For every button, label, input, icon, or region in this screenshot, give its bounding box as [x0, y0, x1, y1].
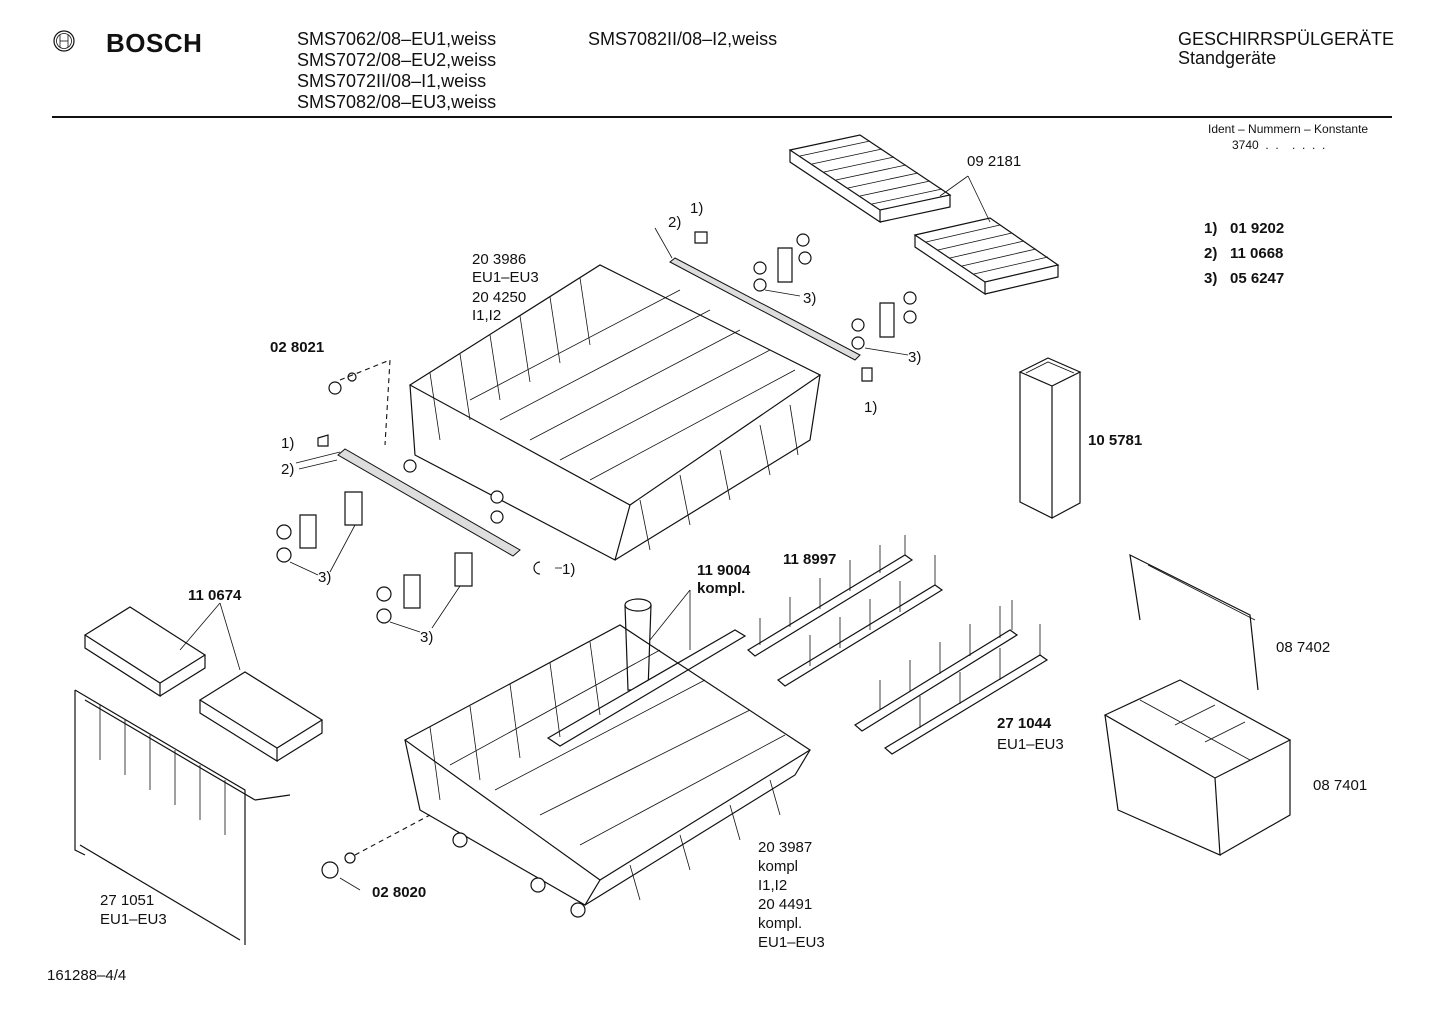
spray-arm-drawing [546, 589, 747, 747]
small-grid-drawing [83, 602, 324, 763]
part-label: 02 8020 [372, 884, 427, 901]
cutlery-box-drawing [1018, 357, 1082, 519]
legend-key: 3) [1204, 270, 1218, 287]
part-sub: kompl [758, 858, 799, 875]
part-label: 10 5781 [1088, 432, 1143, 449]
rails-drawing [295, 227, 861, 557]
legend-value: 05 6247 [1230, 270, 1285, 287]
part-label: 08 7402 [1276, 639, 1331, 656]
part-sub: kompl. [697, 580, 746, 597]
model-line: SMS7072II/08–I1,weiss [297, 71, 487, 91]
part-variant: I1,I2 [758, 877, 788, 894]
part-label: 11 0674 [188, 587, 242, 604]
part-variant: EU1–EU3 [758, 934, 825, 951]
part-variant: EU1–EU3 [472, 269, 539, 286]
legend-value: 11 0668 [1230, 245, 1284, 262]
lower-basket-drawing [321, 624, 812, 918]
brand-name: BOSCH [106, 28, 203, 58]
callout-1: 1) [864, 399, 878, 416]
upper-basket-drawing [403, 264, 822, 561]
part-label: 11 8997 [783, 551, 837, 568]
part-label: 20 4491 [758, 896, 813, 913]
appliance-category: GESCHIRRSPÜLGERÄTE [1178, 29, 1395, 49]
ident-title: Ident – Nummern – Konstante [1208, 122, 1369, 136]
part-label: 20 4250 [472, 289, 527, 306]
bosch-logo-icon [53, 30, 75, 52]
part-variant: I1,I2 [472, 307, 502, 324]
model-line: SMS7072/08–EU2,weiss [297, 50, 497, 70]
legend-key: 1) [1204, 220, 1218, 237]
sheet-number: 161288–4/4 [47, 967, 127, 984]
callout-1: 1) [562, 561, 576, 578]
part-variant: EU1–EU3 [997, 736, 1064, 753]
cup-rack-drawing [74, 689, 291, 945]
plate-rack-drawing [746, 535, 1049, 755]
callout-1: 1) [281, 435, 295, 452]
part-variant: EU1–EU3 [100, 911, 167, 928]
header-divider [52, 116, 1392, 118]
part-label: 27 1051 [100, 892, 155, 909]
callout-3: 3) [318, 569, 332, 586]
part-label: 11 9004 [697, 562, 751, 579]
part-label: 27 1044 [997, 715, 1052, 732]
callout-2: 2) [281, 461, 295, 478]
model-line: SMS7082/08–EU3,weiss [297, 92, 497, 112]
part-label: 08 7401 [1313, 777, 1368, 794]
model-line-secondary: SMS7082II/08–I2,weiss [588, 29, 778, 49]
callout-1: 1) [690, 200, 704, 217]
cutlery-tray-top-drawing [788, 134, 1060, 296]
part-label: 02 8021 [270, 339, 325, 356]
callout-3: 3) [908, 349, 922, 366]
cutlery-basket-drawing [1103, 553, 1292, 856]
part-sub: kompl. [758, 915, 803, 932]
callout-2: 2) [668, 214, 682, 231]
legend-value: 01 9202 [1230, 220, 1285, 237]
part-label: 20 3986 [472, 251, 527, 268]
legend-key: 2) [1204, 245, 1218, 262]
ident-value: 3740 . . . . . . [1232, 138, 1326, 152]
part-label: 20 3987 [758, 839, 813, 856]
appliance-subcategory: Standgeräte [1178, 48, 1277, 68]
callout-3: 3) [420, 629, 434, 646]
part-label: 09 2181 [967, 153, 1022, 170]
callout-3: 3) [803, 290, 817, 307]
rollers-drawing [276, 231, 917, 633]
model-line: SMS7062/08–EU1,weiss [297, 29, 497, 49]
